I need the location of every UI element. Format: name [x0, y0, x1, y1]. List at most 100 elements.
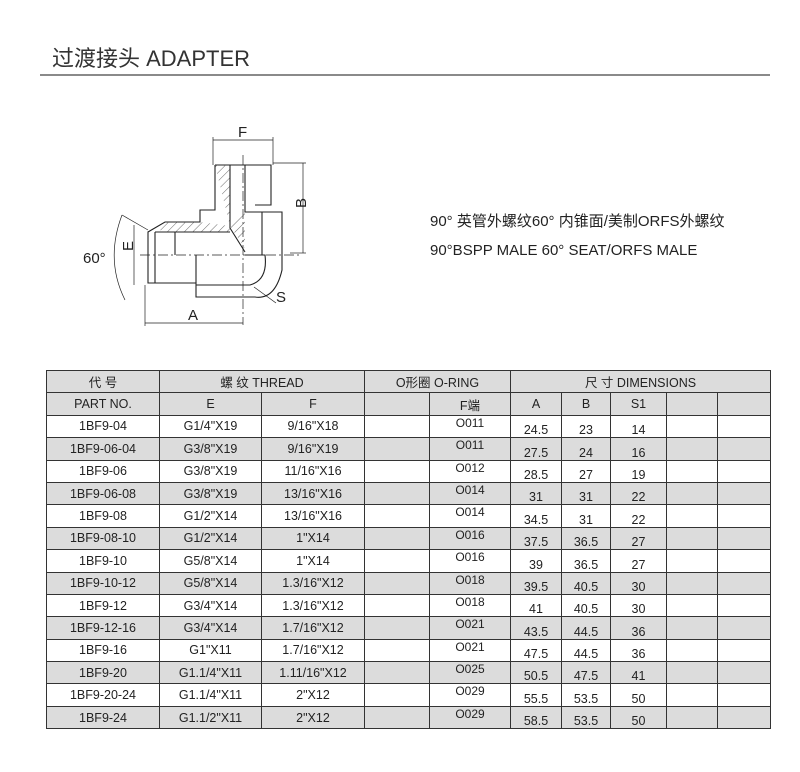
- cell-blank: [364, 459, 430, 483]
- cell-a: 50.5: [510, 661, 562, 685]
- cell-blank: [666, 593, 718, 618]
- header-blank: [666, 392, 718, 416]
- cell-thread-e: G1.1/4"X11: [159, 683, 262, 707]
- dim-label-e: E: [120, 241, 137, 251]
- cell-a: 39.5: [510, 571, 562, 595]
- cell-s1: 50: [610, 705, 667, 730]
- cell-thread-e: G3/4"X14: [159, 593, 262, 618]
- cell-blank: [364, 638, 430, 663]
- cell-part-no: 1BF9-12: [46, 593, 160, 618]
- dim-label-s: S: [276, 289, 286, 306]
- cell-thread-e: G5/8"X14: [159, 571, 262, 595]
- cell-oring: O016: [429, 526, 511, 551]
- cell-blank: [364, 683, 430, 707]
- dim-label-f: F: [238, 124, 247, 141]
- cell-blank: [364, 593, 430, 618]
- cell-b: 40.5: [561, 571, 611, 595]
- cell-blank: [364, 481, 430, 506]
- cell-blank: [364, 705, 430, 730]
- cell-a: 47.5: [510, 638, 562, 663]
- dim-label-b: B: [293, 198, 310, 208]
- cell-oring: O021: [429, 638, 511, 663]
- cell-s1: 19: [610, 459, 667, 483]
- cell-blank: [364, 437, 430, 461]
- cell-b: 31: [561, 481, 611, 506]
- cell-blank: [666, 705, 718, 730]
- header-part-no: PART NO.: [46, 392, 160, 416]
- cell-oring: O016: [429, 549, 511, 573]
- cell-blank: [717, 437, 771, 461]
- cell-oring: O025: [429, 661, 511, 685]
- cell-part-no: 1BF9-16: [46, 638, 160, 663]
- cell-b: 24: [561, 437, 611, 461]
- cell-b: 23: [561, 414, 611, 439]
- cell-thread-f: 9/16"X19: [261, 437, 365, 461]
- cell-b: 44.5: [561, 638, 611, 663]
- cell-blank: [717, 638, 771, 663]
- cell-blank: [717, 593, 771, 618]
- cell-part-no: 1BF9-24: [46, 705, 160, 730]
- cell-a: 27.5: [510, 437, 562, 461]
- cell-part-no: 1BF9-08: [46, 504, 160, 528]
- cell-blank: [717, 414, 771, 439]
- cell-blank: [364, 504, 430, 528]
- header-b: B: [561, 392, 611, 416]
- cell-thread-f: 2"X12: [261, 705, 365, 730]
- header-a: A: [510, 392, 562, 416]
- cell-thread-e: G1/2"X14: [159, 526, 262, 551]
- header-dimensions: 尺 寸 DIMENSIONS: [510, 369, 771, 394]
- cell-thread-e: G1.1/4"X11: [159, 661, 262, 685]
- header-oring: O形圈 O-RING: [364, 369, 511, 394]
- title-divider: [40, 74, 770, 76]
- cell-a: 28.5: [510, 459, 562, 483]
- cell-a: 39: [510, 549, 562, 573]
- cell-s1: 41: [610, 661, 667, 685]
- header-e: E: [159, 392, 262, 416]
- cell-s1: 16: [610, 437, 667, 461]
- cell-oring: O012: [429, 459, 511, 483]
- cell-blank: [717, 459, 771, 483]
- cell-blank: [666, 437, 718, 461]
- cell-oring: O011: [429, 437, 511, 461]
- column-header-row: PART NO. E F F端 A B S1: [46, 392, 771, 416]
- cell-blank: [666, 661, 718, 685]
- cell-part-no: 1BF9-10-12: [46, 571, 160, 595]
- cell-thread-e: G3/8"X19: [159, 459, 262, 483]
- cell-b: 36.5: [561, 549, 611, 573]
- cell-oring: O018: [429, 593, 511, 618]
- cell-blank: [666, 414, 718, 439]
- cell-thread-f: 13/16"X16: [261, 481, 365, 506]
- cell-thread-f: 9/16"X18: [261, 414, 365, 439]
- cell-blank: [364, 526, 430, 551]
- cell-s1: 22: [610, 504, 667, 528]
- cell-thread-f: 1.3/16"X12: [261, 593, 365, 618]
- cell-part-no: 1BF9-20-24: [46, 683, 160, 707]
- cell-thread-e: G3/8"X19: [159, 481, 262, 506]
- cell-b: 31: [561, 504, 611, 528]
- cell-blank: [666, 683, 718, 707]
- cell-s1: 36: [610, 616, 667, 640]
- cell-part-no: 1BF9-06-04: [46, 437, 160, 461]
- cell-blank: [364, 414, 430, 439]
- header-oring-f: F端: [429, 392, 511, 416]
- cell-b: 53.5: [561, 683, 611, 707]
- cell-a: 37.5: [510, 526, 562, 551]
- description-cn: 90° 英管外螺纹60° 内锥面/美制ORFS外螺纹: [430, 213, 725, 230]
- cell-part-no: 1BF9-10: [46, 549, 160, 573]
- cell-b: 53.5: [561, 705, 611, 730]
- cell-a: 31: [510, 481, 562, 506]
- group-header-row: 代 号 螺 纹 THREAD O形圈 O-RING 尺 寸 DIMENSIONS: [46, 369, 771, 394]
- cell-s1: 14: [610, 414, 667, 439]
- cell-part-no: 1BF9-04: [46, 414, 160, 439]
- cell-a: 41: [510, 593, 562, 618]
- cell-part-no: 1BF9-12-16: [46, 616, 160, 640]
- cell-thread-f: 1.7/16"X12: [261, 638, 365, 663]
- cell-blank: [364, 661, 430, 685]
- cell-oring: O018: [429, 571, 511, 595]
